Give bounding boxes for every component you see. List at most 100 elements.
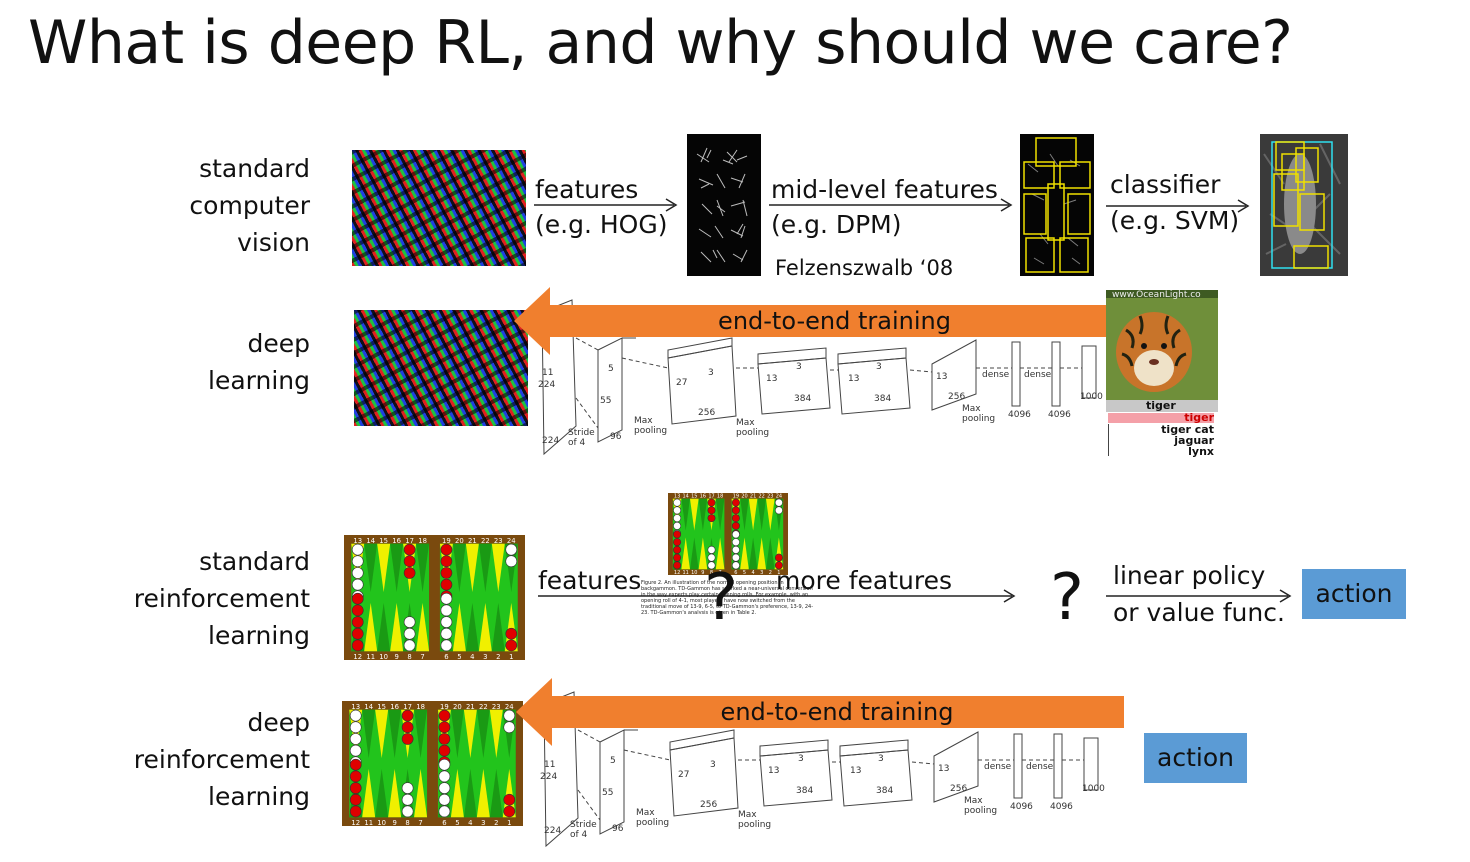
checker	[503, 721, 516, 734]
checker	[351, 604, 364, 617]
point-number-bottom: 12	[351, 819, 360, 826]
checker	[673, 538, 682, 547]
checker	[707, 514, 716, 523]
arrowhead-left-drl	[516, 678, 552, 746]
checker	[349, 744, 362, 757]
point-number-bottom: 4	[470, 653, 474, 660]
point-number-top: 21	[468, 537, 477, 545]
checker	[673, 498, 682, 507]
board-point	[681, 537, 690, 570]
board-point	[463, 709, 477, 759]
checker	[349, 733, 362, 745]
input-image-pixels	[352, 150, 526, 266]
checker	[440, 543, 453, 556]
checker	[440, 616, 453, 628]
checker	[438, 744, 451, 757]
label-linear-policy: linear policy	[1113, 561, 1266, 590]
prediction-header: tiger	[1106, 399, 1218, 412]
board-point	[364, 602, 378, 652]
checker	[438, 793, 451, 806]
arrow-srl-main	[538, 589, 1016, 603]
point-number-bottom: 1	[509, 653, 513, 660]
tiger-photo	[1106, 290, 1218, 400]
board-point	[452, 543, 466, 593]
cnn-architecture-diagram-dl	[541, 299, 1097, 456]
checker	[505, 555, 518, 568]
point-number-top: 18	[418, 537, 427, 545]
checker	[503, 793, 516, 806]
point-number-bottom: 3	[483, 653, 487, 660]
point-number-bottom: 6	[442, 819, 446, 826]
checker	[774, 498, 783, 507]
checker	[731, 498, 740, 507]
label-mid-level-example: (e.g. DPM)	[771, 210, 902, 239]
checker	[774, 553, 783, 562]
board-point	[715, 537, 725, 570]
board-point	[465, 602, 479, 652]
board-point	[491, 543, 505, 593]
board-point	[690, 537, 699, 570]
point-number-bottom: 1	[507, 819, 511, 826]
point-number-top: 22	[479, 703, 488, 711]
checker	[440, 567, 453, 579]
point-number-top: 17	[405, 537, 414, 545]
board-point	[489, 768, 503, 818]
label-features-example: (e.g. HOG)	[535, 210, 668, 239]
question-mark-1: ?	[704, 561, 738, 635]
board-point	[491, 602, 505, 652]
board-point	[416, 602, 430, 652]
checker	[440, 578, 453, 591]
board-point	[388, 709, 402, 759]
checker	[731, 561, 740, 570]
board-half	[437, 709, 516, 818]
checker	[438, 758, 451, 771]
board-point	[690, 498, 699, 531]
cnn-labels-drl: 11 224 224 55 Stride of 4 96 5 Max pooli…	[540, 754, 1105, 840]
point-number-bottom: 5	[743, 570, 746, 575]
board-point	[502, 768, 516, 818]
checker	[438, 805, 451, 818]
checker	[505, 627, 518, 640]
checker	[403, 567, 416, 579]
point-number-top: 19	[440, 703, 449, 711]
checker	[673, 521, 682, 530]
board-half	[351, 543, 430, 652]
checker	[503, 805, 516, 818]
board-point	[416, 543, 430, 593]
point-number-top: 14	[364, 703, 373, 711]
detection-result-image	[1260, 134, 1348, 276]
point-number-bottom: 2	[494, 819, 498, 826]
checker	[673, 530, 682, 539]
cnn-architecture-diagram-drl	[543, 691, 1099, 848]
point-number-top: 15	[377, 703, 386, 711]
checker	[401, 709, 414, 722]
point-number-top: 14	[366, 537, 375, 545]
point-number-top: 15	[691, 494, 697, 500]
cnn-labels-dl: 11 224 224 55 Stride of 4 96 5 Max pooli…	[538, 362, 1103, 448]
board-point	[388, 768, 402, 818]
checker	[673, 545, 682, 554]
checker	[438, 770, 451, 783]
checker	[351, 555, 364, 568]
board-half	[731, 498, 784, 570]
board-point	[362, 709, 376, 759]
prediction-bar-top	[1108, 413, 1214, 423]
checker	[731, 538, 740, 547]
photo-watermark: www.OceanLight.co	[1112, 290, 1201, 300]
checker	[403, 543, 416, 556]
point-number-bottom: 8	[407, 653, 411, 660]
citation-felzenszwalb: Felzenszwalb ‘08	[775, 256, 954, 280]
point-number-top: 24	[505, 703, 514, 711]
point-number-bottom: 6	[444, 653, 448, 660]
board-point	[377, 602, 391, 652]
point-number-top: 16	[392, 537, 401, 545]
board-point	[489, 709, 503, 759]
point-number-top: 22	[481, 537, 490, 545]
checker	[440, 604, 453, 617]
checker	[774, 506, 783, 515]
point-number-bottom: 7	[418, 819, 422, 826]
board-point	[698, 498, 708, 531]
board-point	[390, 602, 404, 652]
point-number-top: 19	[442, 537, 451, 545]
